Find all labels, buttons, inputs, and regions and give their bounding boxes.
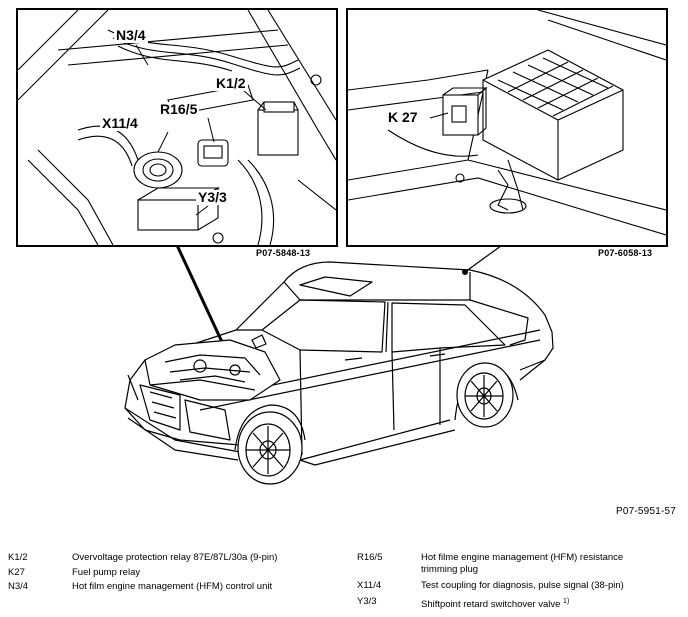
right-panel-ref: P07-6058-13 — [598, 248, 653, 258]
left-panel-ref: P07-5848-13 — [256, 248, 311, 258]
label-x11-4: X11/4 — [100, 115, 140, 131]
label-r16-5: R16/5 — [158, 101, 200, 117]
label-y3-3: Y3/3 — [196, 189, 229, 205]
label-n3-4: N3/4 — [114, 27, 148, 43]
main-ref: P07-5951-57 — [616, 506, 677, 517]
legend-desc: Test coupling for diagnosis, pulse signa… — [421, 580, 624, 591]
legend-desc: Hot filme engine management (HFM) resist… — [421, 552, 624, 563]
label-k1-2: K1/2 — [214, 75, 248, 91]
legend-code: N3/4 — [8, 581, 29, 592]
fuel-relay-drawing — [348, 10, 666, 236]
legend-desc: Fuel pump relay — [72, 567, 141, 578]
leader-line-engine — [174, 242, 224, 343]
legend-desc-continued: trimming plug — [421, 564, 479, 575]
label-k27: K 27 — [386, 109, 420, 125]
legend-desc-text: Shiftpoint retard switchover valve — [421, 599, 561, 611]
legend-code: K27 — [8, 567, 25, 578]
fuel-relay-detail: K 27 — [346, 8, 668, 247]
legend-desc: Shiftpoint retard switchover valve 1) — [421, 596, 569, 611]
legend-code: Y3/3 — [357, 596, 377, 607]
footnote-marker: 1) — [563, 598, 570, 605]
legend-desc: Overvoltage protection relay 87E/87L/30a… — [72, 552, 278, 563]
legend-code: X11/4 — [357, 580, 382, 591]
leader-dot-fuel-relay — [462, 269, 468, 275]
engine-compartment-detail: N3/4 K1/2 R16/5 X11/4 Y3/3 — [16, 8, 338, 247]
leader-line-fuel-relay — [464, 242, 506, 273]
legend-code: R16/5 — [357, 552, 383, 563]
legend-desc: Hot film engine management (HFM) control… — [72, 581, 273, 592]
legend-code: K1/2 — [8, 552, 28, 563]
